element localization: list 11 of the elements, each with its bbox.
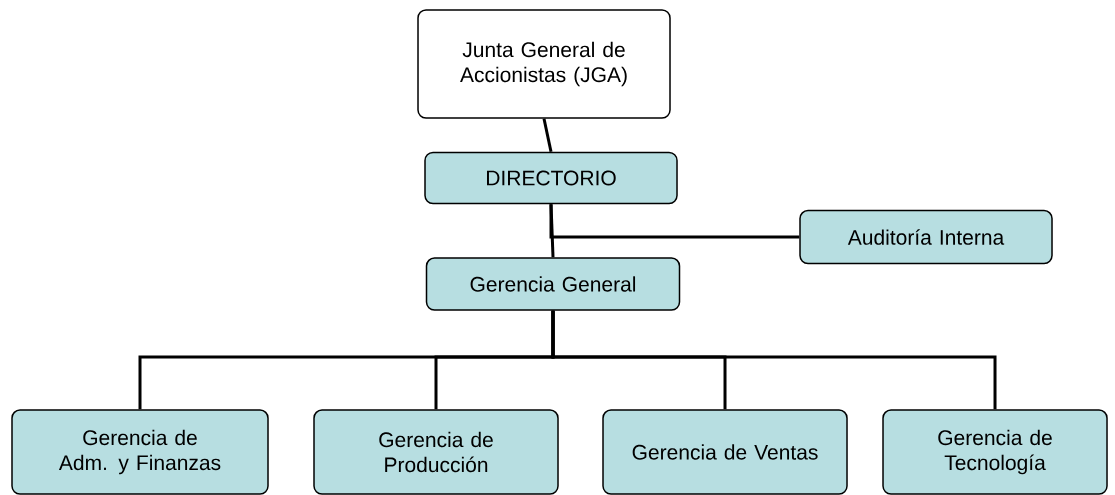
title-box: Junta General de Accionistas (JGA) <box>417 9 671 119</box>
org-box: Gerencia de Adm. y Finanzas <box>11 409 269 495</box>
org-box: Auditoría Interna <box>799 209 1053 265</box>
org-box: Gerencia de Tecnología <box>882 409 1108 495</box>
connector-line <box>549 204 800 239</box>
org-box: Gerencia General <box>425 257 681 311</box>
org-box: DIRECTORIO <box>424 151 678 205</box>
connector-line <box>542 118 553 153</box>
connector-line <box>551 310 997 410</box>
org-box: Gerencia de Producción <box>313 409 559 495</box>
org-box: Gerencia de Ventas <box>602 409 848 495</box>
